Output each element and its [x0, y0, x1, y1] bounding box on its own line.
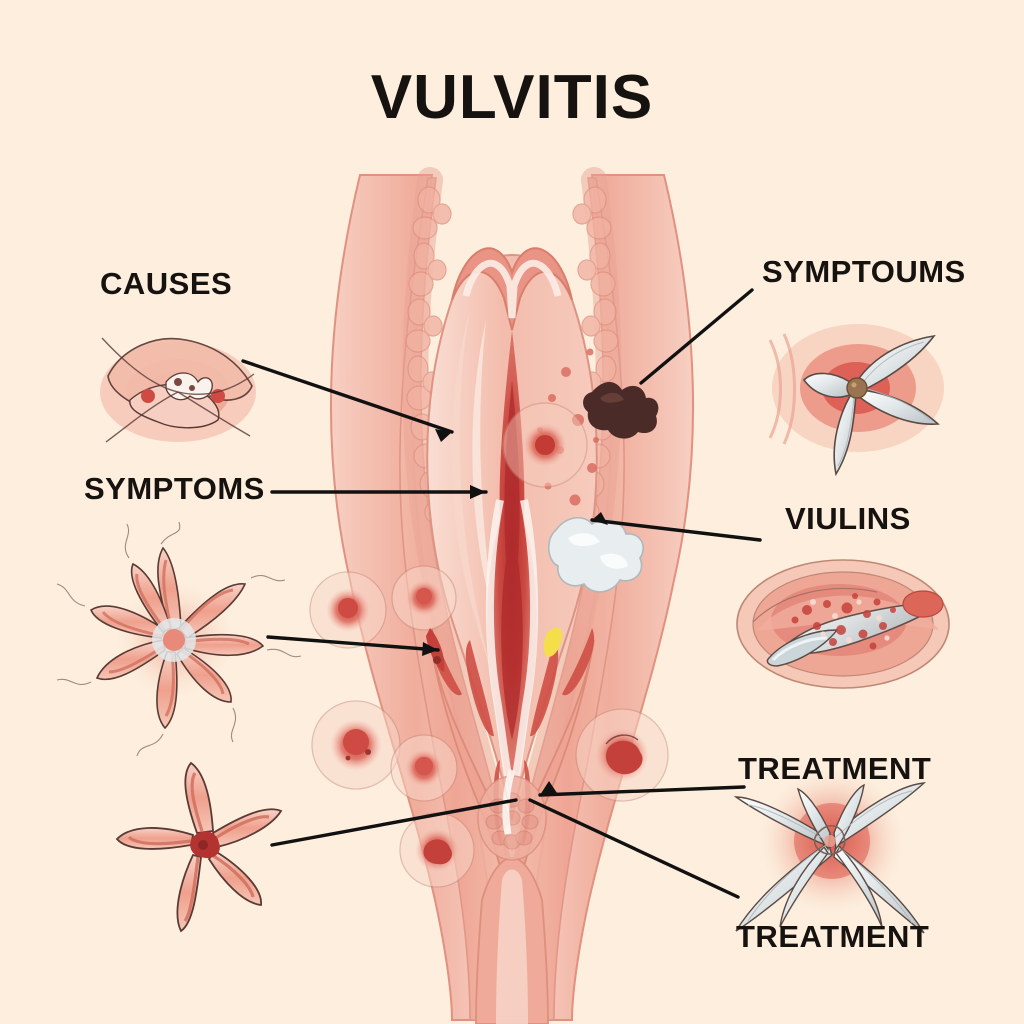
- leader-treatment-upper: [538, 785, 746, 797]
- treatment-needles-inset: [733, 769, 926, 934]
- leader-viulins: [590, 518, 762, 542]
- leader-symptoums: [639, 288, 754, 385]
- lesion-bubble-mid: [502, 402, 588, 488]
- leader-causes: [241, 359, 454, 434]
- label-treatment-lower: TREATMENT: [736, 919, 930, 954]
- leader-starfish: [270, 798, 518, 847]
- arrowhead-symptoms-left: [470, 485, 486, 499]
- label-symptoums-right: SYMPTOUMS: [762, 254, 966, 289]
- symptoums-blades-inset: [768, 324, 944, 477]
- label-causes: CAUSES: [100, 266, 233, 301]
- arrowhead-causes: [435, 429, 452, 442]
- label-viulins: VIULINS: [785, 501, 911, 536]
- arrowhead-symptoms-star: [422, 642, 438, 656]
- leader-treatment-lower: [528, 798, 740, 899]
- label-symptoms-left: SYMPTOMS: [84, 471, 265, 506]
- label-treatment-upper: TREATMENT: [738, 751, 932, 786]
- page-title: VULVITIS: [370, 63, 654, 132]
- central-anatomy: [309, 167, 694, 1024]
- lesion-bubbles-lower: [309, 565, 669, 888]
- leader-arrowheads: [422, 429, 608, 795]
- yellow-discharge: [543, 627, 563, 657]
- discharge-patch: [547, 517, 644, 593]
- leader-symptoms-star: [266, 635, 440, 652]
- causes-inset: [100, 337, 256, 443]
- symptoms-star-inset: [56, 521, 302, 757]
- arrowhead-treatment-upper: [540, 781, 557, 795]
- dark-lesion: [583, 382, 659, 439]
- leader-lines: [241, 288, 762, 899]
- viulins-oval-inset: [736, 559, 950, 689]
- arrowhead-viulins: [592, 512, 608, 525]
- starfish-inset: [115, 761, 283, 933]
- introitus-texture: [477, 768, 547, 861]
